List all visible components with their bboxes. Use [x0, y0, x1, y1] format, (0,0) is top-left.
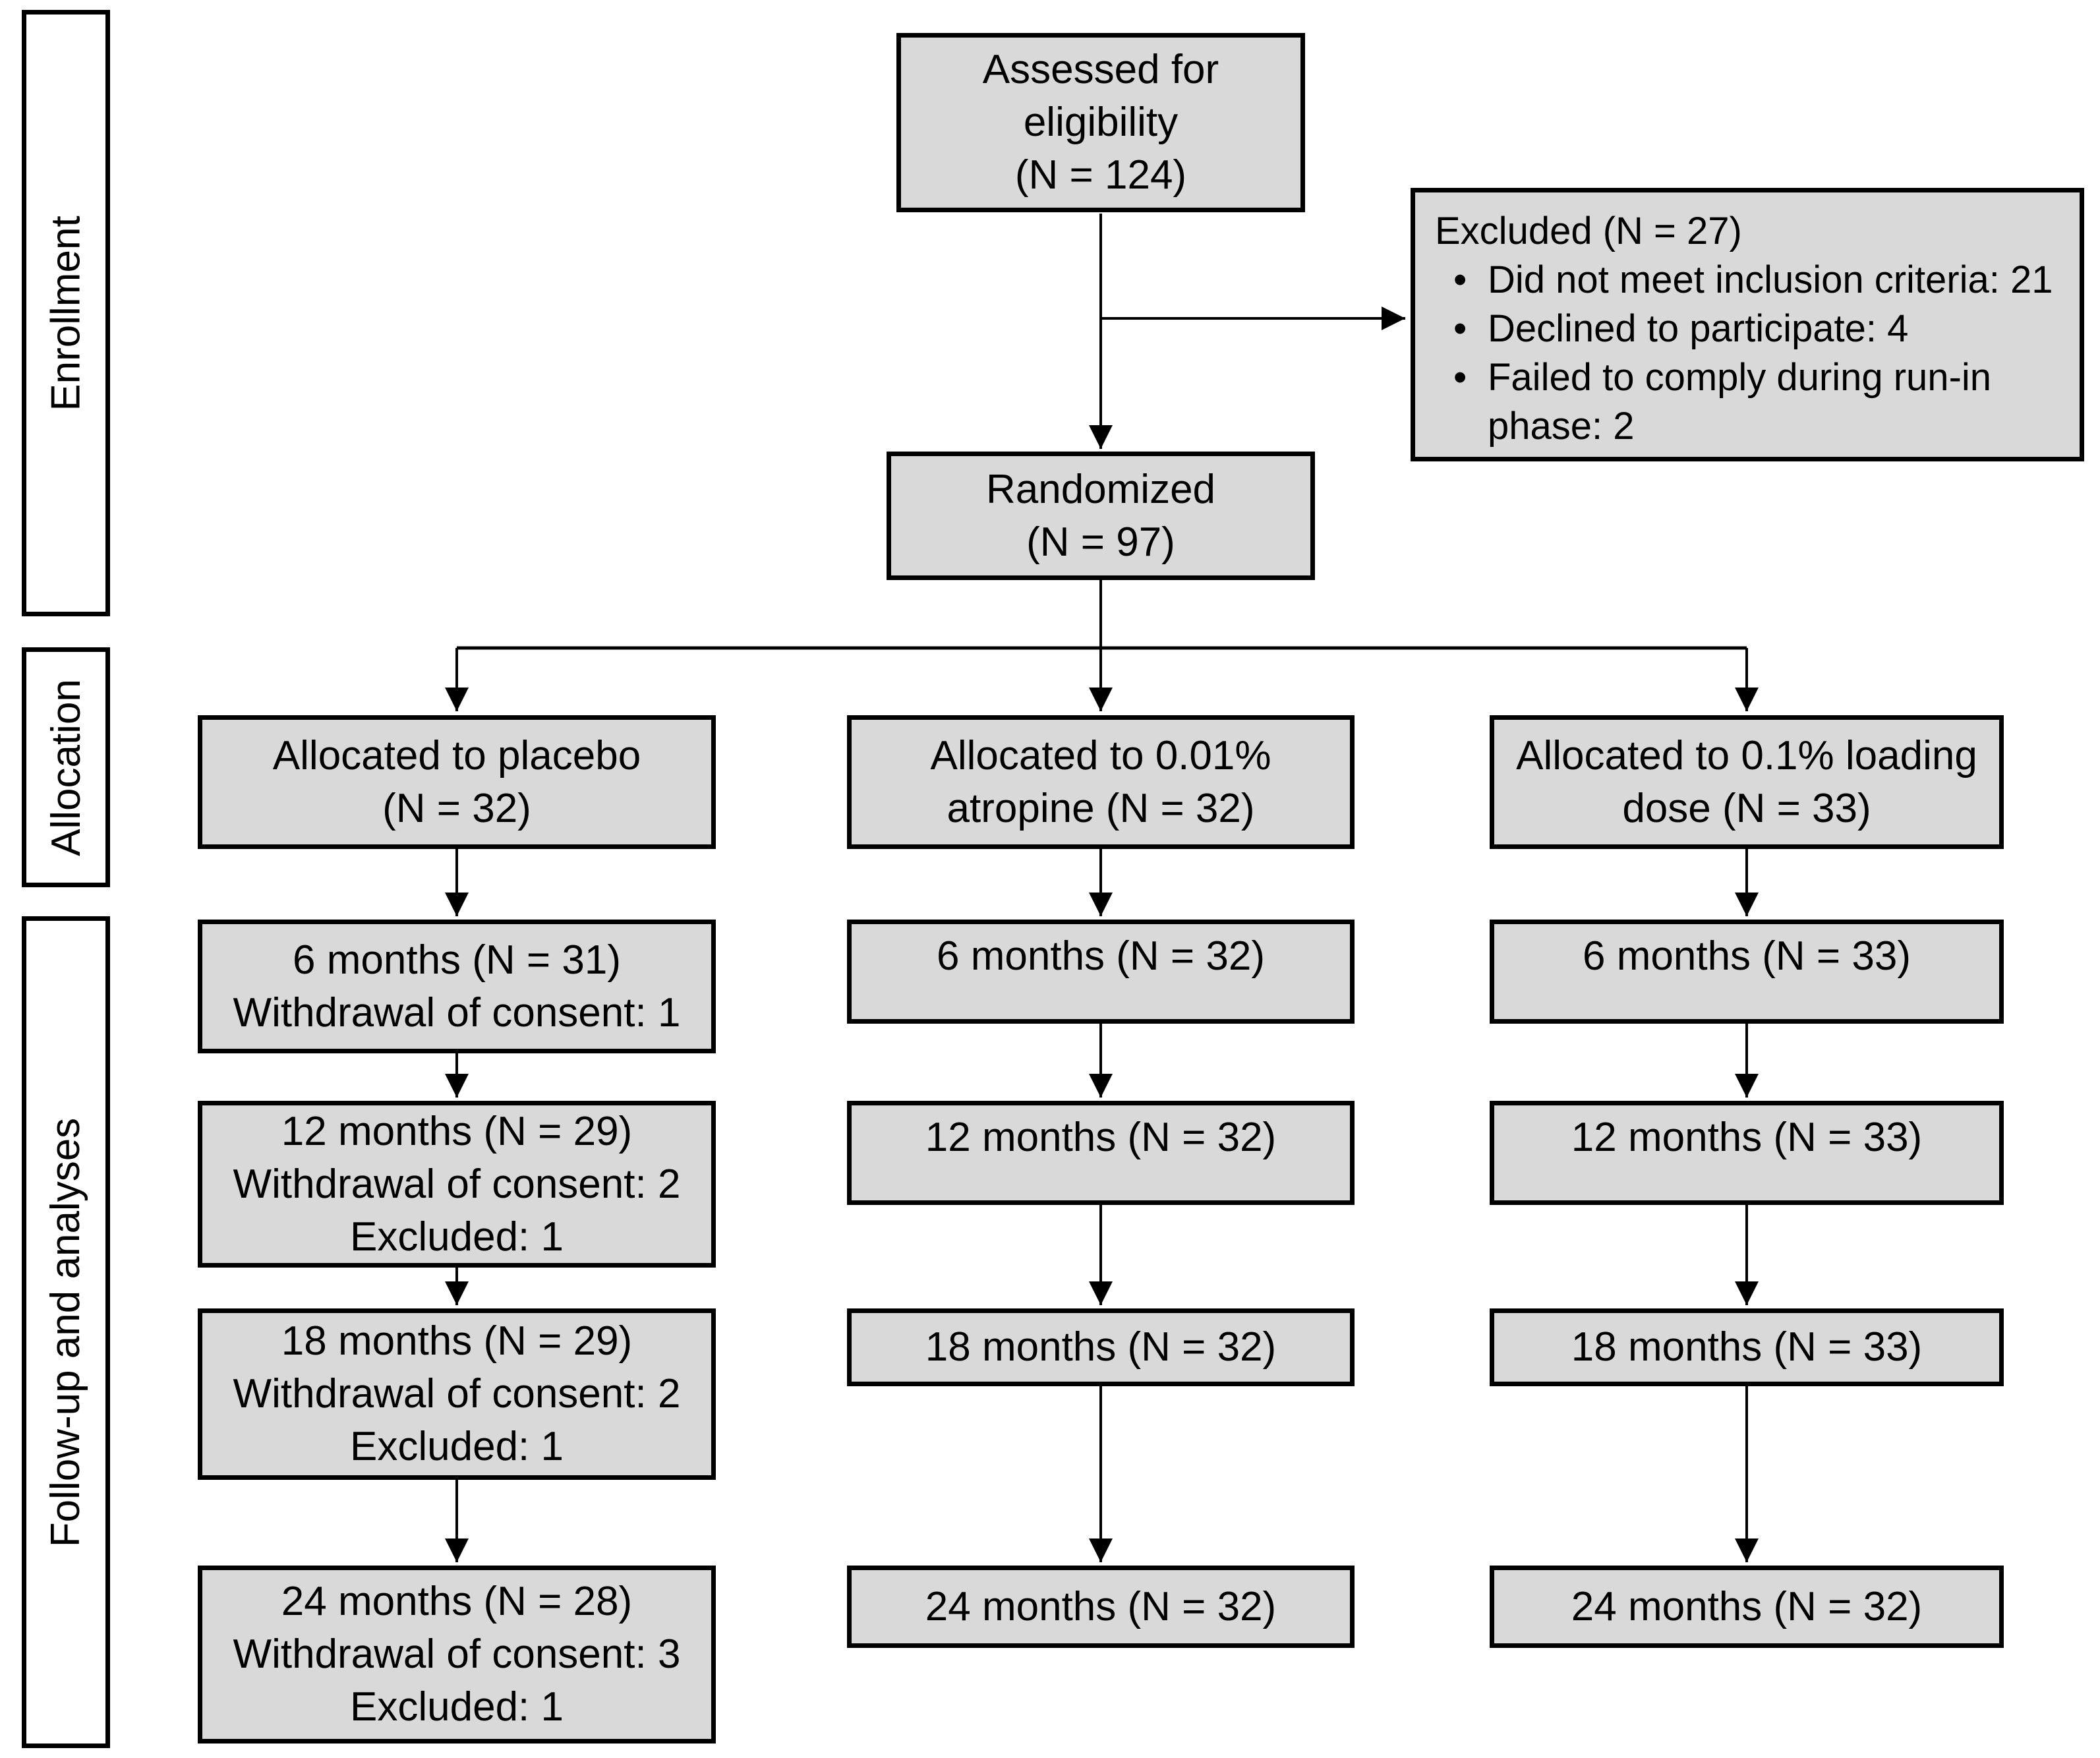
box-line: 6 months (N = 32)	[937, 933, 1265, 979]
allocation-box-atropine-001: Allocated to 0.01% atropine (N = 32)	[847, 715, 1355, 849]
box-line: (N = 124)	[1014, 152, 1187, 198]
bullet-text: Declined to participate: 4	[1488, 307, 1909, 350]
followup-box-atropine-001-6m: 6 months (N = 32)	[847, 920, 1355, 1024]
box-line: Withdrawal of consent: 1	[233, 989, 681, 1036]
box-line: 18 months (N = 33)	[1571, 1324, 1923, 1370]
excluded-bullet: • Failed to comply during run-in	[1453, 353, 2060, 402]
followup-box-atropine-01-18m: 18 months (N = 33)	[1490, 1308, 2004, 1386]
bullet-text: Failed to comply during run-in	[1488, 356, 1992, 399]
allocation-box-placebo: Allocated to placebo (N = 32)	[198, 715, 716, 849]
excluded-bullet: • Declined to participate: 4	[1453, 305, 2060, 353]
excluded-bullet-list: • Did not meet inclusion criteria: 21 • …	[1453, 256, 2060, 451]
excluded-bullet: • Did not meet inclusion criteria: 21	[1453, 256, 2060, 305]
followup-box-atropine-001-24m: 24 months (N = 32)	[847, 1566, 1355, 1648]
bullet-text: Did not meet inclusion criteria: 21	[1488, 258, 2053, 301]
box-line: 12 months (N = 33)	[1571, 1115, 1923, 1160]
box-line: 6 months (N = 33)	[1583, 933, 1911, 979]
stage-label-text: Enrollment	[43, 215, 89, 411]
excluded-box: Excluded (N = 27) • Did not meet inclusi…	[1411, 188, 2084, 461]
box-line: 12 months (N = 32)	[925, 1115, 1277, 1160]
allocation-box-atropine-01-loading: Allocated to 0.1% loading dose (N = 33)	[1490, 715, 2004, 849]
box-line: 12 months (N = 29)	[281, 1108, 633, 1154]
followup-box-atropine-001-18m: 18 months (N = 32)	[847, 1308, 1355, 1386]
box-line: Withdrawal of consent: 3	[233, 1631, 681, 1677]
box-line: 18 months (N = 29)	[281, 1318, 633, 1364]
box-line: 18 months (N = 32)	[925, 1324, 1277, 1370]
box-line: 6 months (N = 31)	[293, 937, 621, 983]
box-line: Withdrawal of consent: 2	[233, 1371, 681, 1417]
bullet-icon: •	[1453, 307, 1467, 350]
box-line: (N = 32)	[382, 785, 531, 831]
followup-box-placebo-24m: 24 months (N = 28) Withdrawal of consent…	[198, 1566, 716, 1743]
box-line: 24 months (N = 32)	[1571, 1583, 1923, 1629]
box-line: 24 months (N = 32)	[925, 1583, 1277, 1629]
bullet-text-continued: phase: 2	[1488, 405, 1635, 448]
box-line: Allocated to 0.1% loading	[1516, 732, 1977, 778]
box-line: Assessed for	[982, 47, 1219, 92]
followup-box-placebo-18m: 18 months (N = 29) Withdrawal of consent…	[198, 1308, 716, 1480]
followup-box-atropine-01-24m: 24 months (N = 32)	[1490, 1566, 2004, 1648]
stage-label-text: Follow-up and analyses	[43, 1117, 89, 1547]
followup-box-atropine-01-12m: 12 months (N = 33)	[1490, 1101, 2004, 1205]
excluded-title: Excluded (N = 27)	[1435, 210, 1742, 252]
box-line: 24 months (N = 28)	[281, 1579, 633, 1624]
stage-label-followup: Follow-up and analyses	[22, 916, 110, 1748]
box-line: eligibility	[1023, 100, 1179, 145]
box-line: Excluded: 1	[350, 1684, 564, 1730]
box-line: Allocated to 0.01%	[930, 732, 1271, 778]
box-line: (N = 97)	[1026, 519, 1175, 565]
box-line: dose (N = 33)	[1622, 785, 1871, 831]
box-line: Excluded: 1	[350, 1424, 564, 1469]
stage-label-text: Allocation	[43, 678, 89, 856]
box-line: Withdrawal of consent: 2	[233, 1161, 681, 1207]
box-line: Excluded: 1	[350, 1214, 564, 1260]
followup-box-atropine-01-6m: 6 months (N = 33)	[1490, 920, 2004, 1024]
followup-box-placebo-6m: 6 months (N = 31) Withdrawal of consent:…	[198, 920, 716, 1053]
bullet-icon: •	[1453, 258, 1467, 301]
box-line: Randomized	[985, 466, 1216, 512]
followup-box-placebo-12m: 12 months (N = 29) Withdrawal of consent…	[198, 1101, 716, 1268]
box-line: Allocated to placebo	[272, 732, 641, 778]
bullet-icon: •	[1453, 356, 1467, 399]
box-line: atropine (N = 32)	[947, 785, 1255, 831]
stage-label-enrollment: Enrollment	[22, 10, 110, 616]
randomized-box: Randomized (N = 97)	[887, 452, 1315, 580]
assessed-box: Assessed for eligibility (N = 124)	[896, 33, 1305, 212]
stage-label-allocation: Allocation	[22, 647, 110, 887]
followup-box-atropine-001-12m: 12 months (N = 32)	[847, 1101, 1355, 1205]
